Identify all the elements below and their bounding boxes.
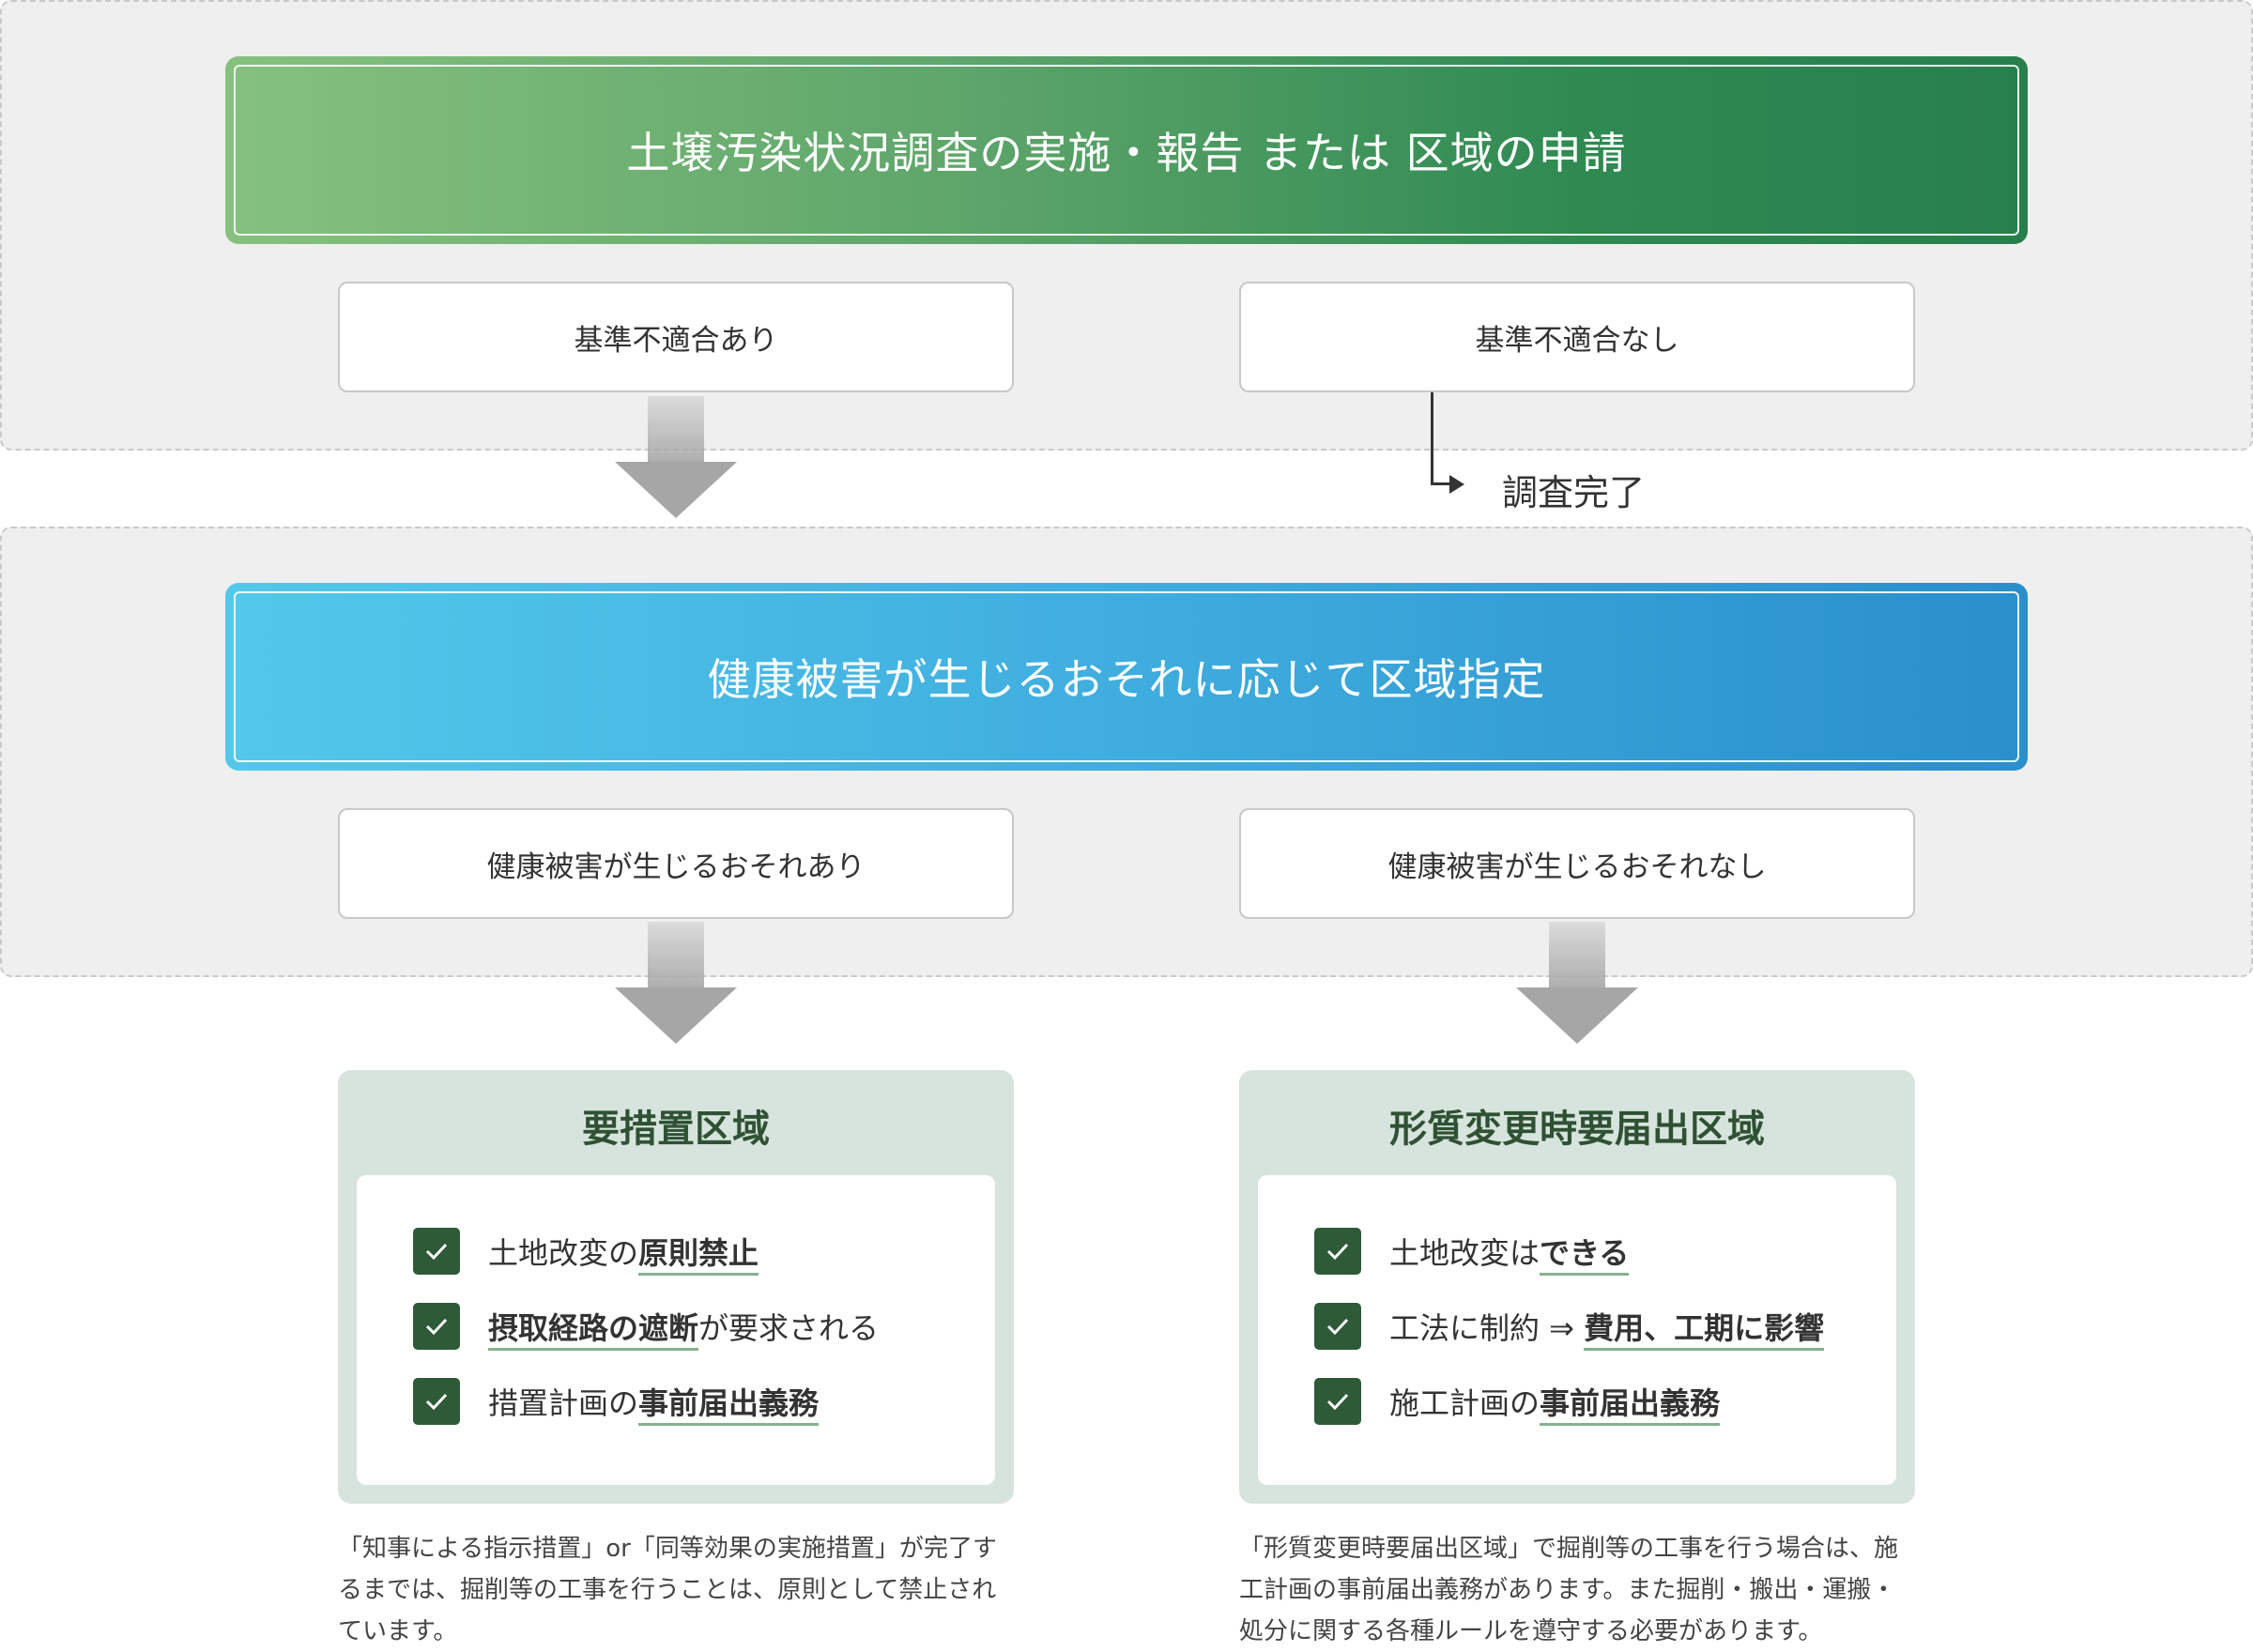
zone-card-action-required: 要措置区域 土地改変の原則禁止 摂取経路の遮断が要求される 措置計画の事前届出義… xyxy=(338,1070,1014,1504)
condition-box-nonconforming: 基準不適合あり xyxy=(338,282,1014,392)
item-text-post: が要求される xyxy=(698,1310,880,1346)
item-text-emphasis: 費用、工期に影響 xyxy=(1584,1310,1825,1351)
checklist-item-text: 土地改変はできる xyxy=(1389,1230,1630,1276)
checklist-item-text: 工法に制約 ⇒ 費用、工期に影響 xyxy=(1389,1305,1825,1351)
item-text-emphasis: 事前届出義務 xyxy=(638,1385,820,1426)
checklist-item: 施工計画の事前届出義務 xyxy=(1314,1378,1878,1426)
zone-card-notification-required: 形質変更時要届出区域 土地改変はできる 工法に制約 ⇒ 費用、工期に影響 施工計… xyxy=(1239,1070,1915,1504)
checklist-item: 措置計画の事前届出義務 xyxy=(413,1378,976,1426)
checklist-item: 土地改変の原則禁止 xyxy=(413,1228,976,1276)
item-text-pre: 措置計画の xyxy=(488,1385,639,1421)
check-icon xyxy=(413,1303,460,1350)
checklist-item-text: 施工計画の事前届出義務 xyxy=(1389,1380,1721,1426)
condition-box-risk: 健康被害が生じるおそれあり xyxy=(338,808,1014,919)
stage1-banner: 土壌汚染状況調査の実施・報告 または 区域の申請 xyxy=(225,56,2028,244)
zone-checklist: 土地改変の原則禁止 摂取経路の遮断が要求される 措置計画の事前届出義務 xyxy=(357,1175,995,1485)
checklist-item: 工法に制約 ⇒ 費用、工期に影響 xyxy=(1314,1303,1878,1351)
check-icon xyxy=(413,1228,460,1275)
item-text-pre: 土地改変は xyxy=(1389,1235,1540,1271)
item-text-emphasis: 事前届出義務 xyxy=(1540,1385,1721,1426)
arrow-down-icon xyxy=(615,922,737,1044)
item-text-emphasis: 摂取経路の遮断 xyxy=(488,1310,699,1351)
item-text-pre: 土地改変の xyxy=(488,1235,639,1271)
item-text-pre: 施工計画の xyxy=(1389,1385,1540,1421)
checklist-item-text: 土地改変の原則禁止 xyxy=(488,1230,759,1276)
stage1-banner-title: 土壌汚染状況調査の実施・報告 または 区域の申請 xyxy=(626,128,1627,178)
arrow-down-icon xyxy=(615,396,737,518)
survey-complete-label: 調査完了 xyxy=(1502,472,1646,513)
checklist-item: 摂取経路の遮断が要求される xyxy=(413,1303,976,1351)
check-icon xyxy=(1314,1303,1361,1350)
elbow-arrow-icon xyxy=(1431,392,1468,501)
zone-note-right: 「形質変更時要届出区域」で掘削等の工事を行う場合は、施工計画の事前届出義務があり… xyxy=(1239,1535,1899,1645)
zone-note-left: 「知事による指示措置」or「同等効果の実施措置」が完了するまでは、掘削等の工事を… xyxy=(338,1535,997,1645)
condition-box-no-risk: 健康被害が生じるおそれなし xyxy=(1239,808,1915,919)
item-text-emphasis: できる xyxy=(1540,1235,1630,1276)
condition-box-conforming: 基準不適合なし xyxy=(1239,282,1915,392)
stage2-banner-title: 健康被害が生じるおそれに応じて区域指定 xyxy=(707,654,1546,705)
check-icon xyxy=(1314,1228,1361,1275)
item-text-emphasis: 原則禁止 xyxy=(638,1235,759,1276)
check-icon xyxy=(1314,1378,1361,1425)
item-text-pre: 工法に制約 ⇒ xyxy=(1389,1310,1585,1346)
checklist-item-text: 摂取経路の遮断が要求される xyxy=(488,1305,880,1351)
zone-title: 形質変更時要届出区域 xyxy=(1389,1108,1765,1151)
checklist-item: 土地改変はできる xyxy=(1314,1228,1878,1276)
arrow-down-icon xyxy=(1516,922,1638,1044)
zone-checklist: 土地改変はできる 工法に制約 ⇒ 費用、工期に影響 施工計画の事前届出義務 xyxy=(1258,1175,1896,1485)
zone-title: 要措置区域 xyxy=(582,1108,770,1151)
checklist-item-text: 措置計画の事前届出義務 xyxy=(488,1380,820,1426)
check-icon xyxy=(413,1378,460,1425)
stage2-banner: 健康被害が生じるおそれに応じて区域指定 xyxy=(225,583,2028,771)
